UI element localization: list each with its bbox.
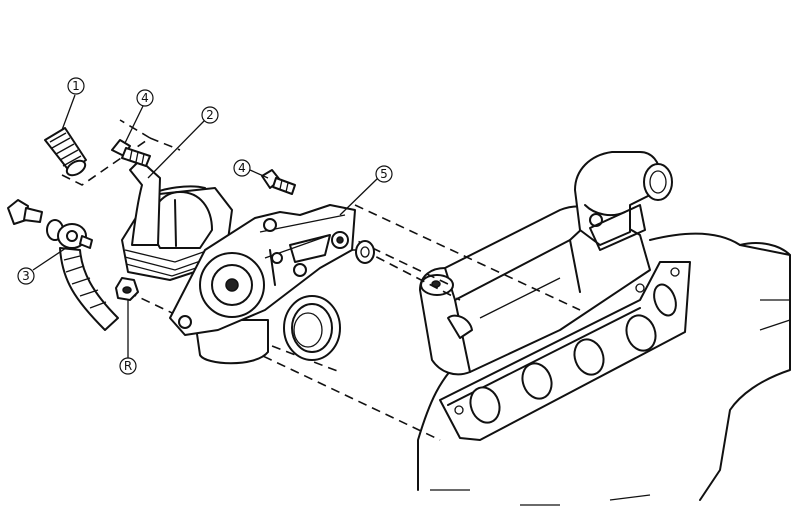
callout-r-label: R	[124, 359, 132, 373]
callout-5: 5	[375, 165, 393, 183]
callout-4-upper: 4	[136, 89, 154, 107]
banjo-fitting	[7, 199, 119, 331]
engine-block	[417, 232, 791, 506]
callout-3: 3	[17, 267, 35, 285]
callout-1-label: 1	[72, 79, 80, 93]
bolt-upper	[111, 139, 151, 167]
callout-4-right-label: 4	[238, 161, 246, 175]
round-gasket	[283, 295, 341, 361]
housing-assembly	[121, 159, 356, 365]
callout-2-label: 2	[206, 108, 214, 122]
small-gasket	[355, 240, 375, 264]
callout-3-label: 3	[22, 269, 30, 283]
nut-r	[115, 277, 139, 301]
coolant-hose	[44, 127, 87, 177]
bolt-right	[261, 169, 296, 195]
callout-r: R	[119, 357, 137, 375]
manifold-flange	[439, 261, 691, 441]
callout-5-label: 5	[380, 167, 388, 181]
callout-2: 2	[201, 106, 219, 124]
intake-manifold	[419, 151, 673, 376]
callout-1: 1	[67, 77, 85, 95]
callout-4-upper-label: 4	[141, 91, 149, 105]
callout-4-right: 4	[233, 159, 251, 177]
leader-lines	[32, 94, 379, 358]
